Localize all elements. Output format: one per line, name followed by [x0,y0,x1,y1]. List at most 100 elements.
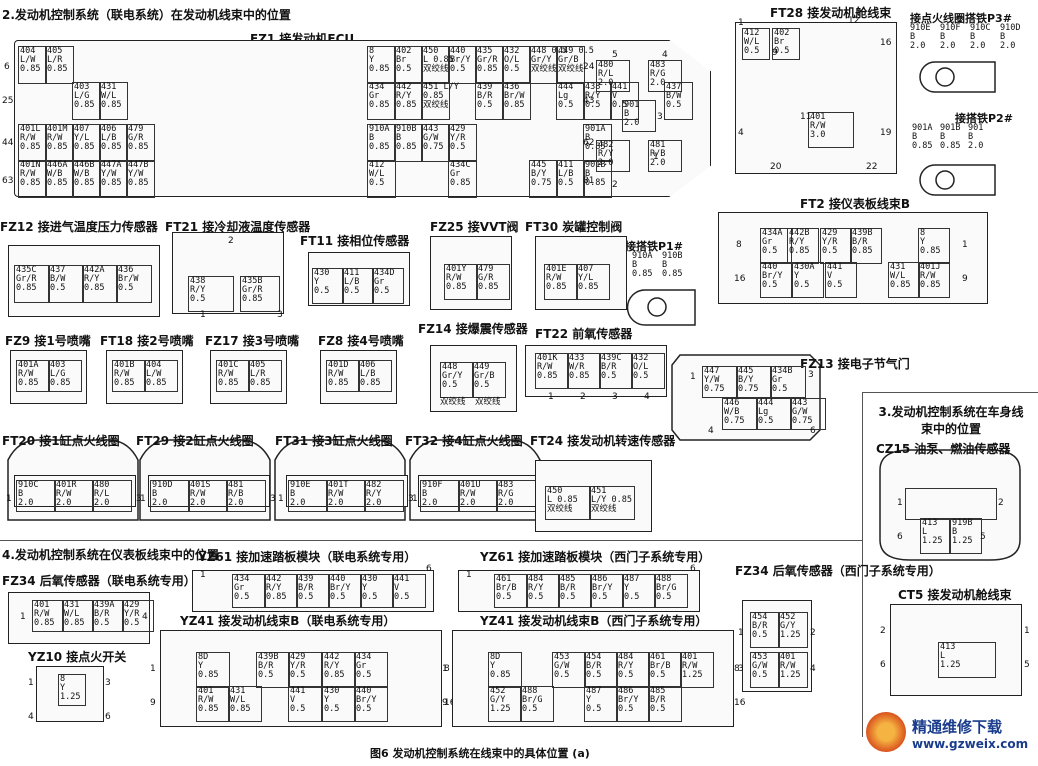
ft29-pin-label: 401S R/W 2.0 [190,480,211,508]
divider-line [862,392,1038,393]
fz14-pin-cell [440,362,474,398]
ft28-pin-number: 12 [848,16,860,26]
yz41a-pin-label: 439B B/R 0.5 [258,652,279,680]
yz41a-pin-number: 9 [150,698,156,708]
fz1-pin-label: 480 R/L 2.0 [598,60,614,88]
ft22-pin-cell [567,353,601,389]
yz41a-pin-cell [196,686,230,722]
ft28-pin-cell [772,28,800,60]
yz41a-pin-label: 430 Y 0.5 [324,686,340,714]
fz17-pin-cell [216,360,250,392]
fz34b-pin-label: 401 R/W 1.25 [780,652,801,680]
fz1-pin-number: 43 [583,96,595,106]
ft31-pin-label: 482 R/Y 2.0 [366,480,382,508]
ft2-pin-number: 8 [736,240,742,250]
ft29-pin-label: 481 R/B 2.0 [228,480,244,508]
ft21-pin-number: 1 [200,310,206,320]
ft22-pin-number: 1 [548,392,554,402]
fz1-pin-label: 437 B/W 0.5 [666,82,682,110]
fz1-pin-label: 411 L/B 0.5 [558,160,574,188]
ft31-pin-label: 910E B 2.0 [290,480,311,508]
watermark-url: www.gzweix.com [912,737,1029,751]
fz1-pin-label: 438 R/Y 0.5 [585,82,601,110]
fz1-pin-label: 407 Y/L 0.85 [74,124,95,152]
fz9-title: FZ9 接1号喷嘴 [5,334,91,348]
fz13-pin-cell [736,366,772,398]
ft30-pin-cell [576,264,610,300]
ground-terminal-hole-icon [935,170,955,190]
ft29-pin-cell [188,480,228,512]
yz41a-pin-cell [322,686,356,722]
ft22-pin-label: 439C B/R 0.5 [601,353,622,381]
fz1-connector [14,40,711,197]
ground-terminal-hole-icon [935,67,955,87]
yz10-title: YZ10 接点火开关 [28,650,127,664]
ft2-title: FT2 接仪表板线束B [800,197,911,211]
yz41a-pin-label: 441 V 0.5 [290,686,306,714]
yz61a-pin-label: 441 V 0.5 [394,574,410,602]
ft2-pin-cell [820,228,852,264]
ground-terminal-icon [919,61,996,93]
ft2-pin-cell [792,262,824,298]
yz41a-pin-cell [354,686,388,722]
fz1-pin-cell [664,82,693,120]
fz1-pin-cell [394,124,423,162]
ft31-pin-cell [364,480,404,512]
ft29-pin-cell [150,480,190,512]
ft2-pin-label: 401J R/W 0.85 [920,262,941,290]
yz41b-pin-number: 1 [442,664,448,674]
ground_p1-pin-label: 910A B 0.85 [632,251,653,279]
yz61b-pin-number: 6 [690,564,696,574]
ft11-pin-cell [312,268,344,304]
fz13-pin-cell [756,398,792,430]
yz41b-pin-label: 486 Br/Y 0.5 [618,686,639,714]
fz1-pin-cell [367,46,396,84]
ft28-pin-cell [808,112,854,148]
ft22-pin-number: 4 [644,392,650,402]
cz15-pin-number: 1 [897,498,903,508]
yz41b-pin-cell [584,686,618,722]
fz1-pin-label: 451 L/Y 0.85 双绞线 [423,82,459,110]
fz1-pin-label: 412 W/L 0.5 [369,160,385,188]
yz61b-pin-label: 488 Br/G 0.5 [656,574,677,602]
ft20-pin-number: 1 [6,494,12,504]
ct5-pin-label: 413 L 1.25 [940,642,961,670]
fz1-pin-cell [529,46,558,84]
fz1-pin-number: 5 [612,50,618,60]
yz61a-pin-number: 1 [200,570,206,580]
fz1-pin-cell [556,46,585,84]
ft2-pin-number: 1 [962,240,968,250]
ft2-pin-label: 429 Y/R 0.5 [822,228,838,256]
yz61a-pin-cell [392,574,426,608]
ft28-pin-number: 16 [880,38,892,48]
fz14-pin-cell [472,362,506,398]
ft24-connector [535,460,652,532]
ft11-pin-label: 430 Y 0.5 [314,268,330,296]
fz1-pin-label: 446A W/B 0.85 [47,160,68,188]
yz10-pin-cell [58,674,86,706]
ft30-pin-label: 407 Y/L 0.85 [578,264,599,292]
cz15-pin-label: 413 L 1.25 [922,518,943,546]
ft2-pin-cell [787,228,819,264]
yz41b-pin-label: 487 Y 0.5 [586,686,602,714]
fz25-pin-label: 479 G/R 0.85 [478,264,499,292]
ft18-pin-cell [112,360,146,392]
ground-p2-title: 接搭铁P2# [955,112,1013,125]
fz9-pin-cell [48,360,82,392]
fz1-pin-label: 404 L/W 0.85 [20,46,41,74]
ct5-pin-number: 1 [1024,626,1030,636]
fz25-pin-label: 401Y R/W 0.85 [446,264,467,292]
fz1-pin-label: 901 B 2.0 [624,100,640,128]
ft31-pin-cell [326,480,366,512]
ft24-pin-label: 451 L/Y 0.85 双绞线 [591,486,632,514]
fz13-pin-label: 434B Gr 0.5 [772,366,793,394]
ft30-pin-cell [544,264,578,300]
yz41a-pin-cell [256,652,290,688]
fz14-title: FZ14 接爆震传感器 [418,322,528,336]
ft18-pin-label: 404 L/W 0.85 [146,360,167,388]
fz1-pin-number: 44 [2,138,14,148]
yz41a-pin-number: 16 [444,698,456,708]
ft21-pin-label: 438 R/Y 0.5 [190,276,206,304]
fz17-pin-label: 401C R/W 0.85 [218,360,239,388]
ft2-pin-label: 442B R/Y 0.85 [789,228,810,256]
